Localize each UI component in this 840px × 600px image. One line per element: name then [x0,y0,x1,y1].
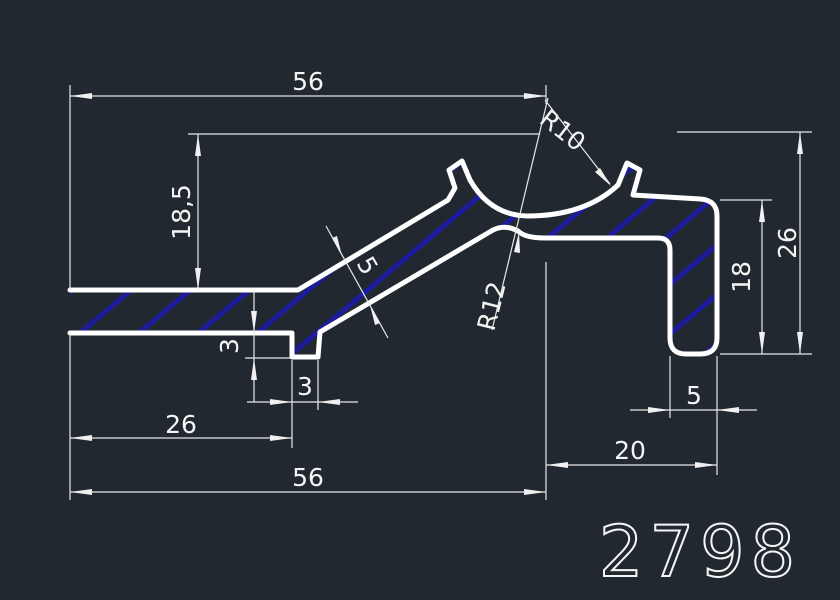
dimension-label: 3 [297,372,313,401]
dimension-label: 3 [215,338,244,354]
dimension-right-leg-width: 5 [630,356,757,475]
section-hatching [70,161,717,357]
dimension-label: 56 [292,67,324,96]
dimension-foot-offset: 26 [69,333,292,500]
dimension-right-section-width: 20 [546,436,717,468]
dimension-height-to-top: 18,5 [167,133,540,290]
dimension-foot-width: 3 [247,360,358,448]
dimension-label: 18 [727,261,756,293]
dimension-right-leg-height: 18 [720,199,772,354]
dimension-overall-width-top: 56 [69,67,547,290]
dimension-arc-radius-top: R10 [534,99,611,186]
dimension-label: 18,5 [167,184,196,240]
dimension-label: 5 [686,381,702,410]
profile-outline [67,158,720,360]
dimension-label: 20 [614,436,646,465]
extrusion-profile [67,158,720,360]
dimension-label: 26 [165,410,197,439]
dimension-label: 26 [773,227,802,259]
dimension-label: R12 [472,279,512,334]
dimension-overall-width-bottom: 56 [70,262,547,500]
part-number: 2798 [599,511,801,593]
dimension-label: 56 [292,463,324,492]
dimension-flange-thickness: 3 [215,290,290,402]
dimension-overall-height-right: 26 [677,131,812,355]
